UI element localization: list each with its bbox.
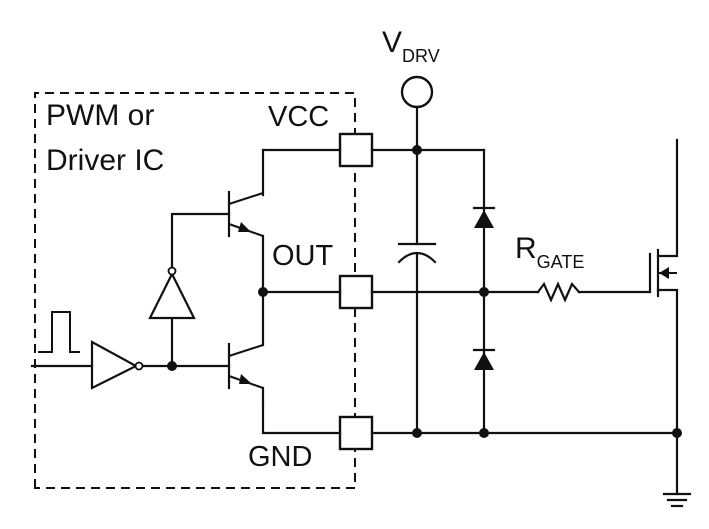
mosfet [648,138,679,435]
vcc-rail [261,148,486,197]
pulse-symbol [38,311,80,353]
junction-dot [412,428,422,438]
upper-diode [472,148,496,294]
pin-label-out: OUT [272,240,334,272]
junction-dot [479,428,489,438]
junction-dot [412,145,422,155]
junction-dot [479,287,489,297]
upper-base-wire [170,212,231,272]
ic-label-line1: PWM or [46,99,154,132]
resistor-label: RGATE [515,232,584,272]
pin-gnd [338,415,374,451]
ground-symbol [662,431,692,508]
upper-transistor [227,190,264,238]
junction-dot [258,287,268,297]
pin-label-vcc: VCC [268,101,329,133]
ic-label-line2: Driver IC [46,144,164,177]
gate-resistor [536,281,581,303]
gnd-rail [261,403,679,435]
pin-out [338,274,374,310]
buffer-gate [148,266,196,320]
supply-label: VDRV [382,26,440,66]
pin-vcc [338,132,374,168]
input-inverter [90,340,144,390]
bypass-capacitor [397,148,437,435]
supply-terminal [400,75,434,109]
lower-diode [472,290,496,435]
ic-boundary [34,92,356,489]
pin-label-gnd: GND [248,441,312,473]
junction-dot [672,428,682,438]
junction-dot [167,361,177,371]
lower-transistor [227,342,264,390]
